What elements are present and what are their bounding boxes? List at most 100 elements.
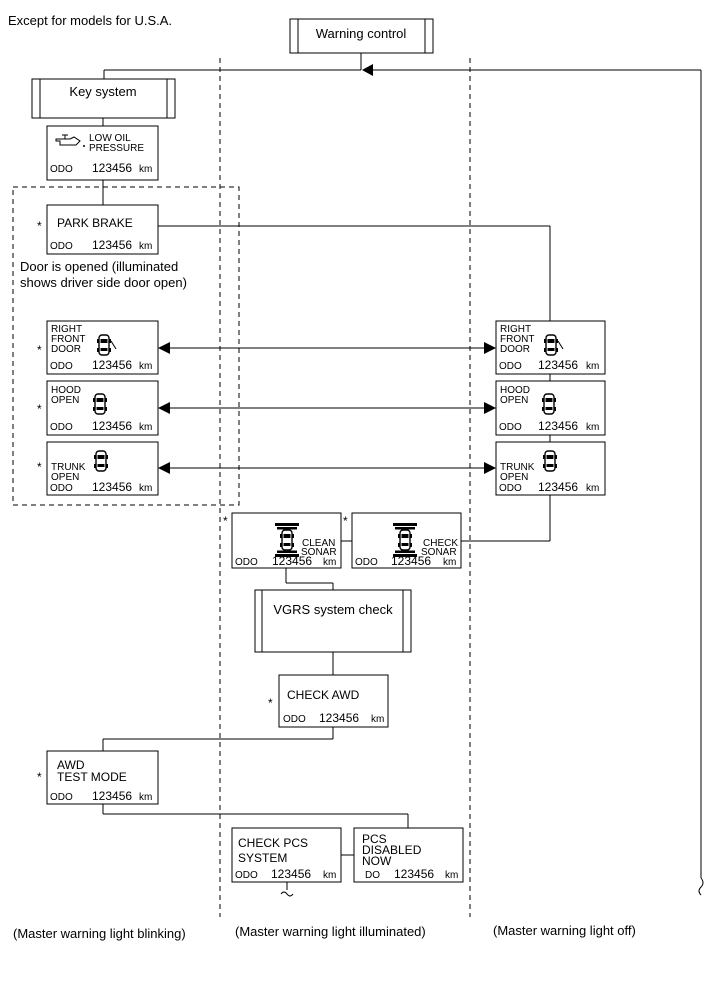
display-trunk-open-right: TRUNK OPEN ODO 123456 km [495, 441, 606, 496]
do-label: DO [365, 870, 380, 881]
display-right-front-door-right: RIGHT FRONT DOOR ODO 123456 km [495, 320, 606, 375]
display-check-sonar: CHECK SONAR ODO 123456 km [351, 512, 462, 569]
asterisk: * [37, 460, 42, 474]
asterisk: * [37, 219, 42, 233]
key-system-box: Key system [31, 78, 176, 119]
odo-unit: km [139, 422, 152, 433]
asterisk: * [268, 696, 273, 710]
pcs-disabled-line-1: PCS [362, 832, 387, 846]
odo-unit: km [139, 792, 152, 803]
footer-illuminated: (Master warning light illuminated) [235, 924, 426, 939]
low-oil-line-2: PRESSURE [89, 143, 144, 154]
odo-label: ODO [355, 557, 378, 568]
right-front-door-line-3: DOOR [51, 344, 81, 355]
display-hood-open-right: HOOD OPEN ODO 123456 km [495, 380, 606, 436]
odo-value: 123456 [538, 419, 578, 433]
odo-label: ODO [235, 870, 258, 881]
trunk-open-line-1: TRUNK [51, 462, 86, 473]
odo-label: ODO [50, 164, 73, 175]
odo-value: 123456 [92, 238, 132, 252]
odo-label: ODO [499, 422, 522, 433]
door-note-line-1: Door is opened (illuminated [20, 259, 178, 274]
car-hood-open-icon [92, 393, 108, 415]
hood-open-line-1: HOOD [51, 385, 81, 396]
odo-unit: km [323, 870, 336, 881]
warning-control-box: Warning control [289, 18, 434, 54]
clean-sonar-line-1: CLEAN [302, 538, 335, 549]
right-front-door-line-1: RIGHT [500, 324, 531, 335]
odo-label: ODO [50, 241, 73, 252]
open-door-line [557, 340, 564, 350]
odo-value: 123456 [538, 358, 578, 372]
odo-label: ODO [50, 483, 73, 494]
odo-label: ODO [283, 714, 306, 725]
clean-sonar-line-2: SONAR [301, 547, 337, 558]
hood-open-line-1: HOOD [500, 385, 530, 396]
right-front-door-line-2: FRONT [51, 334, 85, 345]
footer-blinking: (Master warning light blinking) [13, 926, 186, 941]
pcs-disabled-line-2: DISABLED [362, 843, 422, 857]
odo-value: 123456 [394, 867, 434, 881]
odo-unit: km [586, 361, 599, 372]
odo-unit: km [371, 714, 384, 725]
odo-label: ODO [499, 483, 522, 494]
open-door-line [110, 340, 117, 350]
trunk-open-line-2: OPEN [500, 472, 528, 483]
car-door-open-icon [96, 334, 112, 356]
wavy-break [280, 891, 294, 897]
car-hood-open-icon [541, 393, 557, 415]
car-door-open-icon [543, 334, 559, 356]
asterisk: * [37, 402, 42, 416]
check-sonar-line-1: CHECK [423, 538, 458, 549]
asterisk: * [37, 770, 42, 784]
car-trunk-open-icon [93, 450, 109, 472]
display-right-front-door-left: RIGHT FRONT DOOR ODO 123456 km [46, 320, 159, 375]
hood-open-line-2: OPEN [51, 395, 79, 406]
odo-unit: km [139, 361, 152, 372]
right-front-door-line-1: RIGHT [51, 324, 82, 335]
trunk-open-line-2: OPEN [51, 472, 79, 483]
odo-value: 123456 [391, 554, 431, 568]
right-front-door-line-3: DOOR [500, 344, 530, 355]
odo-label: ODO [50, 422, 73, 433]
display-awd-test-mode: AWD TEST MODE ODO 123456 km [46, 750, 159, 805]
odo-value: 123456 [92, 161, 132, 175]
odo-value: 123456 [271, 867, 311, 881]
odo-value: 123456 [92, 480, 132, 494]
low-oil-line-1: LOW OIL [89, 133, 131, 144]
check-awd-label: CHECK AWD [287, 688, 360, 702]
right-front-door-line-2: FRONT [500, 334, 534, 345]
check-pcs-line-2: SYSTEM [238, 851, 287, 865]
check-sonar-line-2: SONAR [421, 547, 457, 558]
vgrs-system-check-box: VGRS system check [254, 589, 412, 653]
odo-value: 123456 [272, 554, 312, 568]
car-icon [279, 529, 295, 551]
car-icon [397, 529, 413, 551]
asterisk: * [37, 343, 42, 357]
odo-label: ODO [50, 361, 73, 372]
odo-unit: km [586, 483, 599, 494]
wavy-break [698, 877, 704, 896]
odo-value: 123456 [538, 480, 578, 494]
odo-label: ODO [499, 361, 522, 372]
display-hood-open-left: HOOD OPEN ODO 123456 km [46, 380, 159, 436]
pcs-disabled-line-3: NOW [362, 854, 392, 868]
odo-value: 123456 [92, 419, 132, 433]
oil-can-icon [55, 134, 85, 147]
door-group-frame [12, 186, 240, 506]
loop-back-arrowhead [362, 64, 373, 76]
car-trunk-open-icon [542, 450, 558, 472]
display-low-oil-pressure: LOW OIL PRESSURE ODO 123456 km [46, 125, 159, 181]
warning-control-label: Warning control [316, 26, 407, 41]
display-check-awd: CHECK AWD ODO 123456 km [278, 674, 389, 728]
display-clean-sonar: CLEAN SONAR ODO 123456 km [231, 512, 342, 569]
awd-line-1: AWD [57, 758, 85, 772]
odo-unit: km [323, 557, 336, 568]
display-check-pcs-system: CHECK PCS SYSTEM ODO 123456 km [231, 827, 342, 883]
park-brake-label: PARK BRAKE [57, 216, 133, 230]
display-park-brake: PARK BRAKE ODO 123456 km [46, 204, 159, 255]
odo-unit: km [445, 870, 458, 881]
region-note: Except for models for U.S.A. [8, 13, 172, 28]
key-system-label: Key system [69, 84, 136, 99]
